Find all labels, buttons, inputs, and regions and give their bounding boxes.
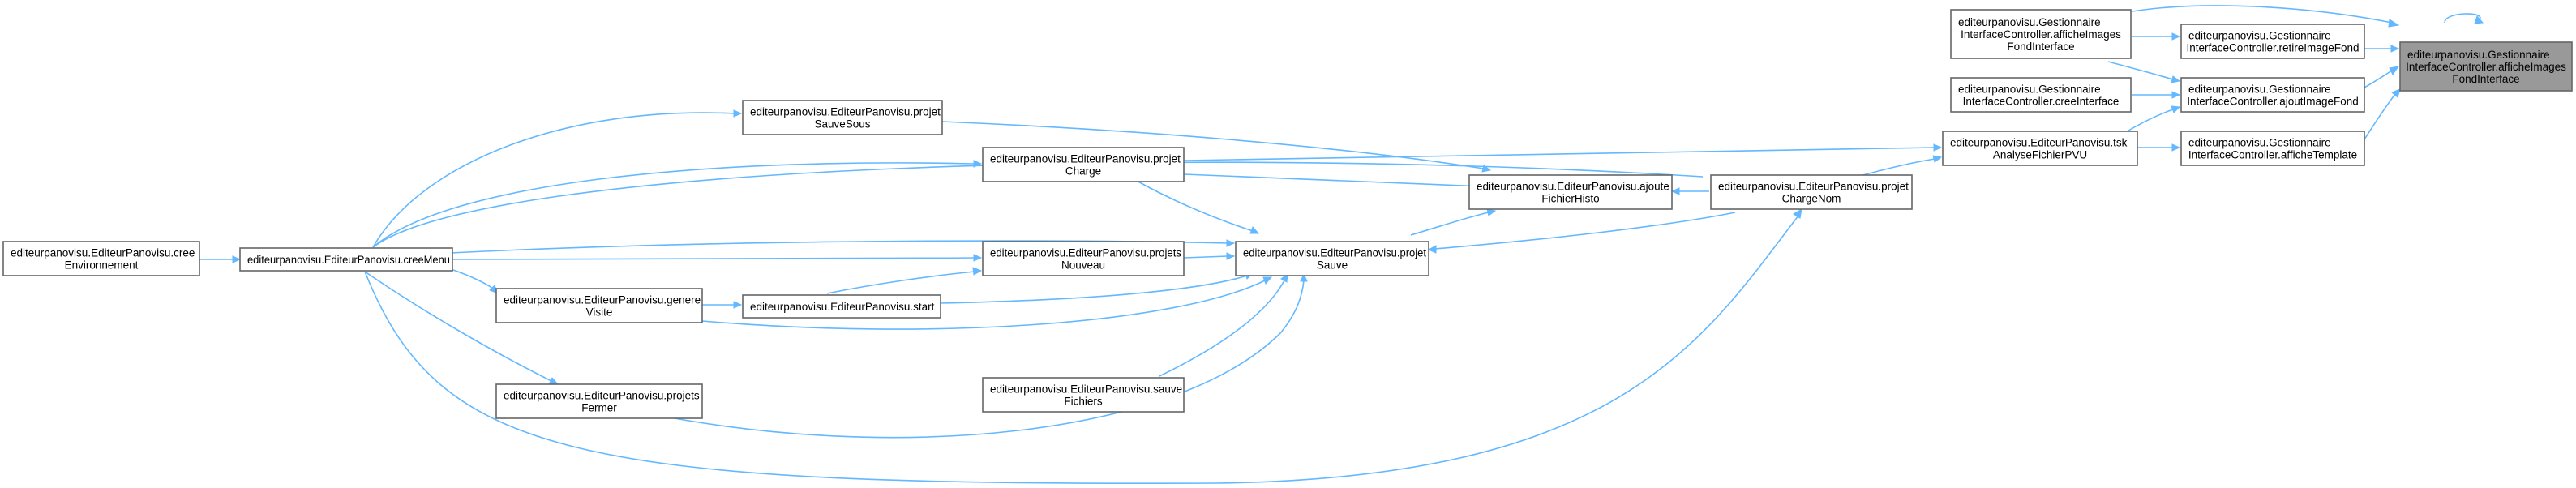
edge-projetcharge-to-tsk xyxy=(1183,143,1943,161)
node-label-line: SauveSous xyxy=(814,118,870,131)
node-label-line: FondInterface xyxy=(2007,41,2074,53)
node-label-line: editeurpanovisu.EditeurPanovisu.tsk xyxy=(1950,137,2128,149)
node-label-line: editeurpanovisu.Gestionnaire xyxy=(2407,49,2550,61)
node-label-line: Sauve xyxy=(1317,259,1348,272)
node-label-line: Charge xyxy=(1065,165,1101,178)
edge-start-to-projetsnouveau xyxy=(826,267,983,294)
node-label-line: Environnement xyxy=(65,259,139,272)
node-label-line: editeurpanovisu.Gestionnaire xyxy=(2188,137,2331,149)
node-sauve-fichiers[interactable]: editeurpanovisu.EditeurPanovisu.sauveFic… xyxy=(982,377,1185,413)
node-label-line: InterfaceController.afficheImages xyxy=(2406,61,2566,73)
node-label-line: ChargeNom xyxy=(1782,193,1841,205)
edge-projetcharge-to-projetsauve xyxy=(1134,179,1260,234)
node-projet-charge-nom[interactable]: editeurpanovisu.EditeurPanovisu.projetCh… xyxy=(1710,174,1913,210)
edge-afficheimages-to-target xyxy=(2132,5,2400,28)
edge-afficheimages-to-ajoutimagefond xyxy=(2107,61,2181,83)
node-label-line: FichierHisto xyxy=(1541,193,1599,205)
edge-projetsauve-to-ajoutefichierhisto xyxy=(1410,208,1497,236)
node-label-line: editeurpanovisu.Gestionnaire xyxy=(1958,16,2101,28)
node-label-line: Nouveau xyxy=(1061,259,1105,272)
edge-tsk-to-affichetemplate xyxy=(2137,143,2181,152)
node-target-affiche-images-fond-interface[interactable]: editeurpanovisu.GestionnaireInterfaceCon… xyxy=(2399,41,2573,92)
node-label-line: editeurpanovisu.EditeurPanovisu.projets xyxy=(990,247,1181,259)
edge-projetchargenom-to-tsk xyxy=(1856,155,1943,178)
edge-creemenu-to-projetcharge xyxy=(372,160,983,248)
edge-projetchargenom-to-projetsauve xyxy=(1427,212,1736,254)
edge-affichetemplate-to-target xyxy=(2364,88,2401,140)
edge-generevisite-to-start xyxy=(702,301,743,309)
node-affiche-template[interactable]: editeurpanovisu.GestionnaireInterfaceCon… xyxy=(2180,131,2365,166)
node-label-line: editeurpanovisu.EditeurPanovisu.projet xyxy=(1243,247,1426,259)
node-cree-menu[interactable]: editeurpanovisu.EditeurPanovisu.creeMenu xyxy=(239,247,453,272)
edge-retireimagefond-to-target xyxy=(2364,45,2400,53)
node-label-line: editeurpanovisu.EditeurPanovisu.ajoute xyxy=(1477,181,1669,193)
node-cree-environnement[interactable]: editeurpanovisu.EditeurPanovisu.creeEnvi… xyxy=(2,241,200,276)
edge-projetchargenom-to-ajoutefichierhisto xyxy=(1670,187,1709,195)
node-label-line: InterfaceController.afficheImages xyxy=(1961,28,2121,41)
edge-creeinterface-to-ajoutimagefond xyxy=(2132,91,2181,99)
edge-generevisite-to-projetsauve xyxy=(701,276,1273,330)
node-projets-nouveau[interactable]: editeurpanovisu.EditeurPanovisu.projetsN… xyxy=(982,241,1185,276)
node-projets-fermer[interactable]: editeurpanovisu.EditeurPanovisu.projetsF… xyxy=(495,383,703,419)
node-label-line: FondInterface xyxy=(2452,73,2519,85)
edge-creemenu-to-projetchargenom xyxy=(372,161,1704,248)
node-label-line: editeurpanovisu.Gestionnaire xyxy=(2188,30,2331,42)
node-label-line: Fichiers xyxy=(1064,396,1103,408)
node-label-line: Visite xyxy=(586,306,613,319)
edge-projetcharge-to-ajoutefichierhisto xyxy=(1183,173,1492,191)
node-ajoute-fichier-histo[interactable]: editeurpanovisu.EditeurPanovisu.ajouteFi… xyxy=(1468,174,1673,210)
edge-projetsnouveau-to-projetsauve xyxy=(1183,252,1236,260)
node-label-line: AnalyseFichierPVU xyxy=(1993,149,2087,161)
edge-creemenu-to-projetchargenom-bottom xyxy=(364,208,1802,485)
edge-start-to-projetsauve xyxy=(940,272,1255,304)
node-label-line: InterfaceController.ajoutImageFond xyxy=(2187,96,2359,108)
node-start[interactable]: editeurpanovisu.EditeurPanovisu.start xyxy=(742,294,941,319)
node-label-line: InterfaceController.afficheTemplate xyxy=(2188,149,2357,161)
node-label-line: editeurpanovisu.EditeurPanovisu.projet xyxy=(1718,181,1909,193)
node-label-line: InterfaceController.creeInterface xyxy=(1963,96,2120,108)
node-retire-image-fond[interactable]: editeurpanovisu.GestionnaireInterfaceCon… xyxy=(2180,24,2365,59)
edge-ajoutimagefond-to-target xyxy=(2364,66,2400,88)
node-genere-visite[interactable]: editeurpanovisu.EditeurPanovisu.genereVi… xyxy=(495,288,703,323)
node-label-line: editeurpanovisu.EditeurPanovisu.creeMenu xyxy=(247,254,450,266)
node-projet-sauve-sous[interactable]: editeurpanovisu.EditeurPanovisu.projetSa… xyxy=(742,100,943,135)
node-cree-interface[interactable]: editeurpanovisu.GestionnaireInterfaceCon… xyxy=(1950,77,2132,113)
node-label-line: editeurpanovisu.EditeurPanovisu.projet xyxy=(750,106,941,118)
edge-creemenu-to-projetsauvesous xyxy=(372,109,743,248)
node-affiche-images-fond-interface[interactable]: editeurpanovisu.GestionnaireInterfaceCon… xyxy=(1950,9,2132,59)
node-label-line: editeurpanovisu.Gestionnaire xyxy=(2188,83,2331,96)
edge-tsk-to-ajoutimagefond xyxy=(2124,105,2181,134)
edge-creemenu-to-generevisite xyxy=(450,268,499,294)
node-label-line: editeurpanovisu.EditeurPanovisu.sauve xyxy=(990,383,1182,396)
edge-afficheimages-to-retireimagefond xyxy=(2132,32,2181,41)
node-label-line: InterfaceController.retireImageFond xyxy=(2186,42,2359,54)
node-label-line: editeurpanovisu.EditeurPanovisu.projets xyxy=(504,390,700,402)
node-label-line: editeurpanovisu.EditeurPanovisu.start xyxy=(750,301,935,313)
edge-creemenu-to-projetsnouveau xyxy=(450,254,983,262)
node-projet-sauve[interactable]: editeurpanovisu.EditeurPanovisu.projetSa… xyxy=(1235,241,1429,276)
node-ajout-image-fond[interactable]: editeurpanovisu.GestionnaireInterfaceCon… xyxy=(2180,77,2365,113)
node-label-line: editeurpanovisu.EditeurPanovisu.cree xyxy=(11,247,195,259)
node-tsk-analyse-fichier-pvu[interactable]: editeurpanovisu.EditeurPanovisu.tskAnaly… xyxy=(1942,131,2138,166)
node-label-line: editeurpanovisu.EditeurPanovisu.genere xyxy=(504,294,701,306)
node-label-line: editeurpanovisu.Gestionnaire xyxy=(1958,83,2101,96)
node-label-line: editeurpanovisu.EditeurPanovisu.projet xyxy=(990,153,1181,165)
edge-target-self xyxy=(2444,13,2484,24)
node-label-line: Fermer xyxy=(581,402,617,414)
node-projet-charge[interactable]: editeurpanovisu.EditeurPanovisu.projetCh… xyxy=(982,147,1185,182)
edge-creeenvironnement-to-creemenu xyxy=(199,255,242,263)
